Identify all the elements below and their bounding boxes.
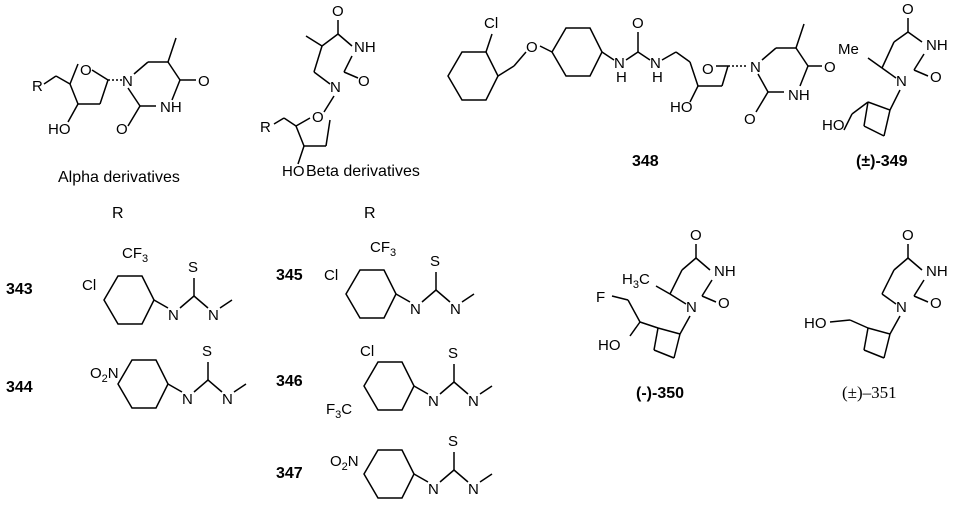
f3c-label-346: F3C: [326, 401, 352, 421]
beta-r-header: R: [364, 205, 376, 222]
n3h-label: NH: [160, 99, 182, 116]
c349-n1-label: N: [896, 73, 907, 90]
compound-344-structure: 344 O2N N S N: [6, 343, 247, 409]
beta-ring-oxygen-label: O: [312, 109, 324, 126]
c351-carbonyl-o2-label: O: [930, 295, 942, 312]
beta-n3h-label: NH: [354, 39, 376, 56]
compound-343-structure: 343 CF3 Cl N S N: [6, 245, 233, 325]
compound-347-structure: 347 O2N N S N: [276, 433, 493, 499]
urea-h2-label: H: [652, 69, 663, 86]
chloro-label: Cl: [484, 15, 498, 32]
thiourea-n2-347: N: [468, 481, 479, 498]
c349-carbonyl-o2-label: O: [930, 69, 942, 86]
cf3-label-345: CF3: [370, 239, 396, 259]
compound-343-label: 343: [6, 281, 33, 298]
thio-s-343: S: [188, 259, 198, 276]
thiourea-n1-343: N: [168, 307, 179, 324]
thiourea-n2-343: N: [208, 307, 219, 324]
beta-n1-label: N: [330, 79, 341, 96]
beta-nucleoside-structure: O NH O N O R HO Beta derivatives R: [260, 3, 420, 222]
compound-348-label: 348: [632, 153, 659, 170]
beta-caption: Beta derivatives: [306, 163, 420, 180]
beta-hydroxyl-label: HO: [282, 163, 305, 180]
ring-oxygen-label: O: [80, 62, 92, 79]
thiourea-n1-347: N: [428, 481, 439, 498]
n1-label-348: N: [750, 59, 761, 76]
compound-351-label: (±)–351: [842, 383, 897, 402]
compound-344-label: 344: [6, 379, 33, 396]
c349-nh-label: NH: [926, 37, 948, 54]
c351-hydroxyl-label: HO: [804, 315, 827, 332]
c351-nh-label: NH: [926, 263, 948, 280]
thio-s-345: S: [430, 253, 440, 270]
n1-label: N: [122, 73, 133, 90]
urea-nh2-label: N: [650, 55, 661, 72]
n3h-label-348: NH: [788, 87, 810, 104]
chloro-label-346: Cl: [360, 343, 374, 360]
compound-347-label: 347: [276, 465, 303, 482]
alpha-r-header: R: [112, 205, 124, 222]
c349-hydroxyl-label: HO: [822, 117, 845, 134]
thio-s-347: S: [448, 433, 458, 450]
r-group-label: R: [32, 78, 43, 95]
c350-carbonyl-top-label: O: [690, 227, 702, 244]
beta-carbonyl-o2-label: O: [358, 73, 370, 90]
compound-348-structure: Cl O N H O N H O HO N O NH: [447, 15, 836, 170]
thiourea-n2-345: N: [450, 301, 461, 318]
hydroxyl-label-348: HO: [670, 99, 693, 116]
compound-346-structure: 346 Cl F3C N S N: [276, 343, 493, 421]
carbonyl-o2-label: O: [116, 121, 128, 138]
compound-345-label: 345: [276, 267, 303, 284]
c351-carbonyl-top-label: O: [902, 227, 914, 244]
thio-s-344: S: [202, 343, 212, 360]
thiourea-n1-346: N: [428, 393, 439, 410]
thiourea-n2-346: N: [468, 393, 479, 410]
c350-nh-label: NH: [714, 263, 736, 280]
cf3-label-343: CF3: [122, 245, 148, 265]
c350-n1-label: N: [686, 299, 697, 316]
hydroxyl-label: HO: [48, 121, 71, 138]
urea-nh1-label: N: [614, 55, 625, 72]
alpha-nucleoside-structure: R O HO N O NH O Alpha derivatives R: [32, 37, 210, 222]
alpha-caption: Alpha derivatives: [58, 169, 180, 186]
c350-carbonyl-o2-label: O: [718, 295, 730, 312]
c351-n1-label: N: [896, 299, 907, 316]
urea-carbonyl-label: O: [632, 15, 644, 32]
thiourea-n2-344: N: [222, 391, 233, 408]
compound-345-structure: 345 CF3 Cl N S N: [276, 239, 475, 319]
thiourea-n1-344: N: [182, 391, 193, 408]
compound-350-structure: O NH O N H3C F HO (-)-350: [596, 227, 736, 402]
nitro-label-347: O2N: [330, 453, 359, 473]
nitro-label-344: O2N: [90, 365, 119, 385]
carbonyl-o4-label: O: [198, 73, 210, 90]
chloro-label-345: Cl: [324, 267, 338, 284]
methyl-label-349: Me: [838, 41, 859, 58]
ether-oxygen-label: O: [526, 39, 538, 56]
compound-351-structure: O NH O N HO (±)–351: [804, 227, 948, 402]
c349-carbonyl-top-label: O: [902, 1, 914, 18]
h3c-label-350: H3C: [622, 271, 650, 291]
fluoro-label-350: F: [596, 289, 605, 306]
thio-s-346: S: [448, 345, 458, 362]
beta-carbonyl-top-label: O: [332, 3, 344, 20]
compound-346-label: 346: [276, 373, 303, 390]
carbonyl-o4-label-348: O: [824, 59, 836, 76]
urea-h1-label: H: [616, 69, 627, 86]
compound-349-label: (±)-349: [856, 153, 908, 170]
thiourea-n1-345: N: [410, 301, 421, 318]
carbonyl-o2-label-348: O: [744, 111, 756, 128]
compound-350-label: (-)-350: [636, 385, 684, 402]
c350-hydroxyl-label: HO: [598, 337, 621, 354]
chloro-label-343: Cl: [82, 277, 96, 294]
sugar-oxygen-label-348: O: [702, 61, 714, 78]
compound-349-structure: O NH O N Me HO (±)-349: [822, 1, 948, 170]
beta-r-group-label: R: [260, 119, 271, 136]
